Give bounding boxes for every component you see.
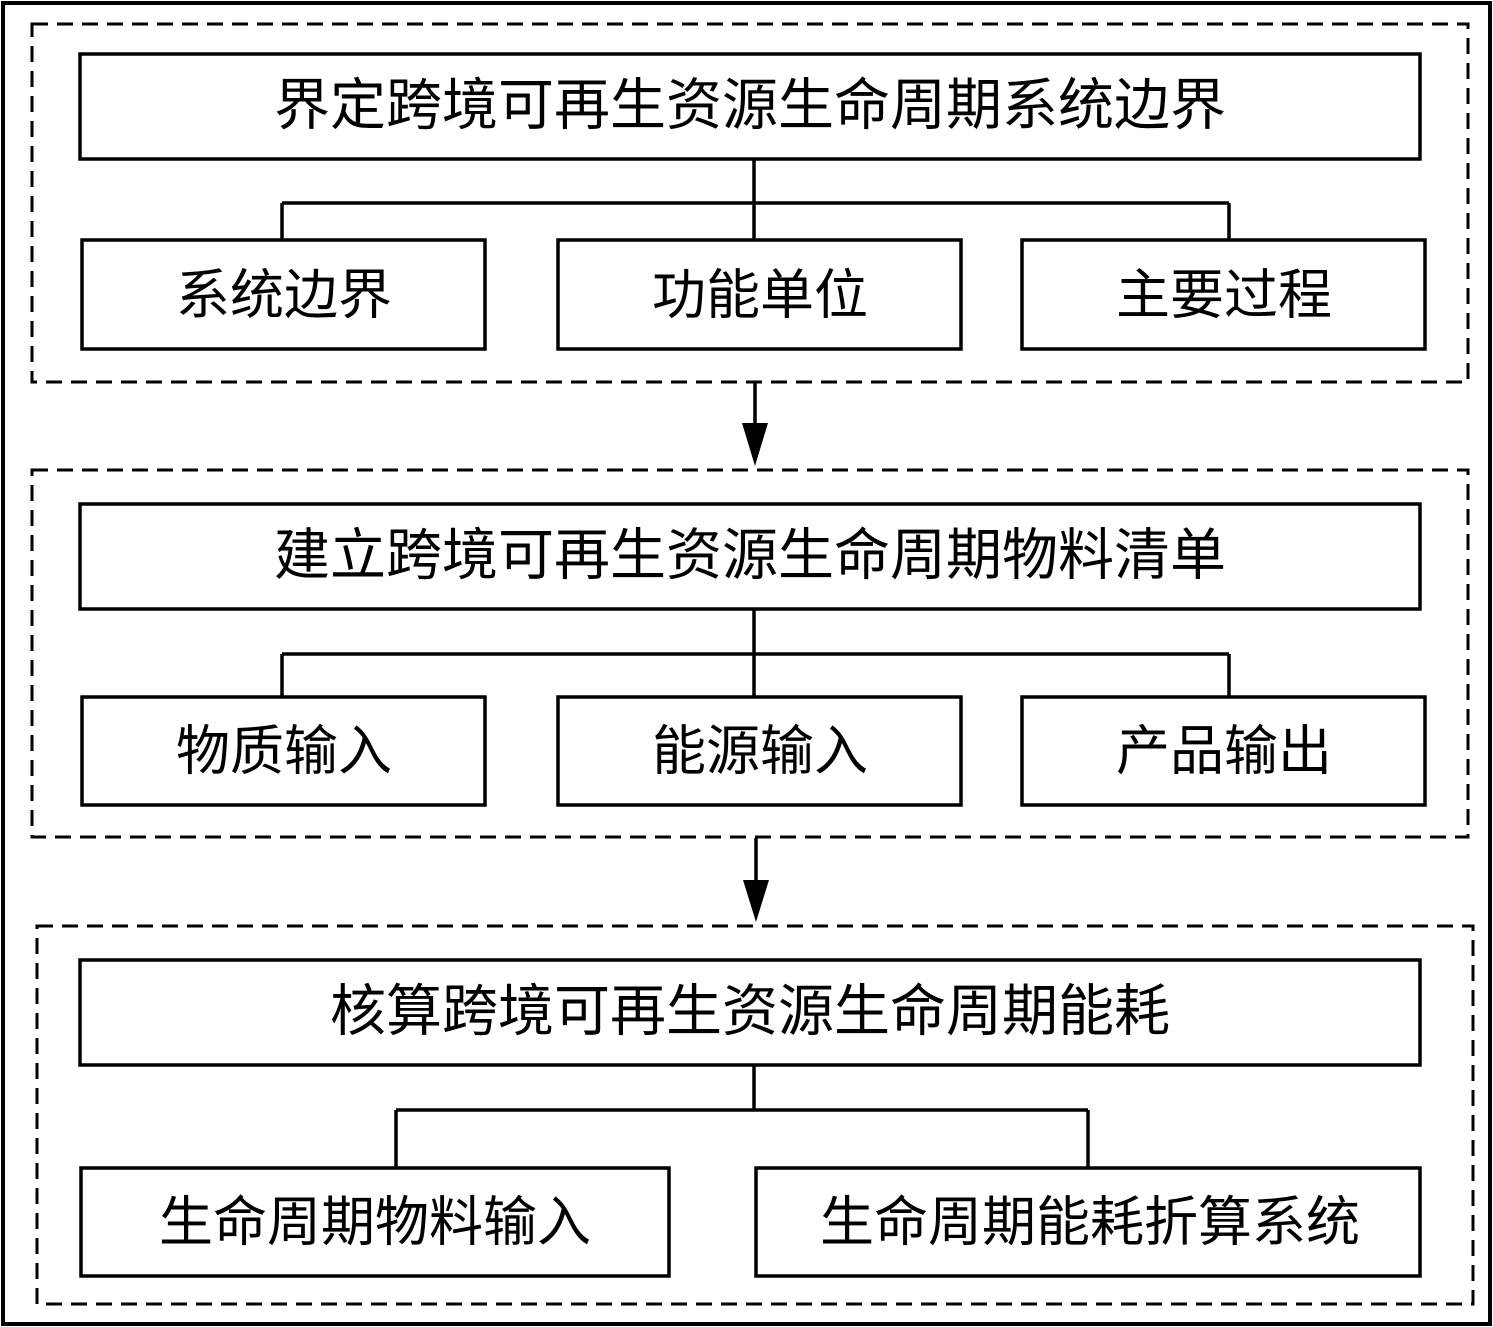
stage-2-item-box-2 (556, 695, 963, 807)
arrow-2-head (743, 880, 769, 922)
arrow-2 (743, 838, 769, 922)
stage-3-item-1: 生命周期物料输入 (159, 1191, 591, 1254)
stage-3-item-box-2 (754, 1166, 1422, 1278)
stage-2-item-box-1 (80, 695, 487, 807)
stage-1-dashed-border (30, 22, 1470, 384)
stage-3-connector (394, 1065, 1090, 1168)
stage-1-item-1: 系统边界 (176, 264, 392, 327)
stage-2-group: 建立跨境可再生资源生命周期物料清单 物质输入 能源输入 产品输出 (30, 468, 1470, 839)
stage-1-connector (280, 159, 1231, 240)
stage-2-title-box (78, 502, 1422, 611)
stage-1-group: 界定跨境可再生资源生命周期系统边界 系统边界 功能单位 主要过程 (30, 22, 1470, 384)
arrow-1-head (742, 423, 768, 466)
stage-1-title-box (78, 52, 1422, 161)
stage-3-dashed-border (35, 924, 1475, 1306)
stage-2-title: 建立跨境可再生资源生命周期物料清单 (274, 524, 1226, 589)
stage-2-connector (280, 609, 1231, 697)
stage-3-title: 核算跨境可再生资源生命周期能耗 (330, 980, 1170, 1045)
stage-1-title: 界定跨境可再生资源生命周期系统边界 (274, 74, 1226, 139)
stage-3-title-box (78, 958, 1422, 1067)
stage-3-item-box-1 (79, 1166, 671, 1278)
stage-2-item-1: 物质输入 (176, 720, 392, 783)
stage-1-item-3: 主要过程 (1116, 264, 1332, 327)
stage-1-item-box-1 (80, 238, 487, 351)
stage-3-group: 核算跨境可再生资源生命周期能耗 生命周期物料输入 生命周期能耗折算系统 (35, 924, 1475, 1306)
stage-1-item-box-3 (1020, 238, 1427, 351)
arrow-1 (742, 383, 768, 466)
stage-1-item-box-2 (556, 238, 963, 351)
stage-1-item-2: 功能单位 (652, 264, 868, 327)
stage-3-item-2: 生命周期能耗折算系统 (820, 1191, 1360, 1254)
stage-2-item-2: 能源输入 (652, 720, 868, 783)
stage-2-item-3: 产品输出 (1116, 720, 1332, 783)
stage-2-item-box-3 (1020, 695, 1427, 807)
